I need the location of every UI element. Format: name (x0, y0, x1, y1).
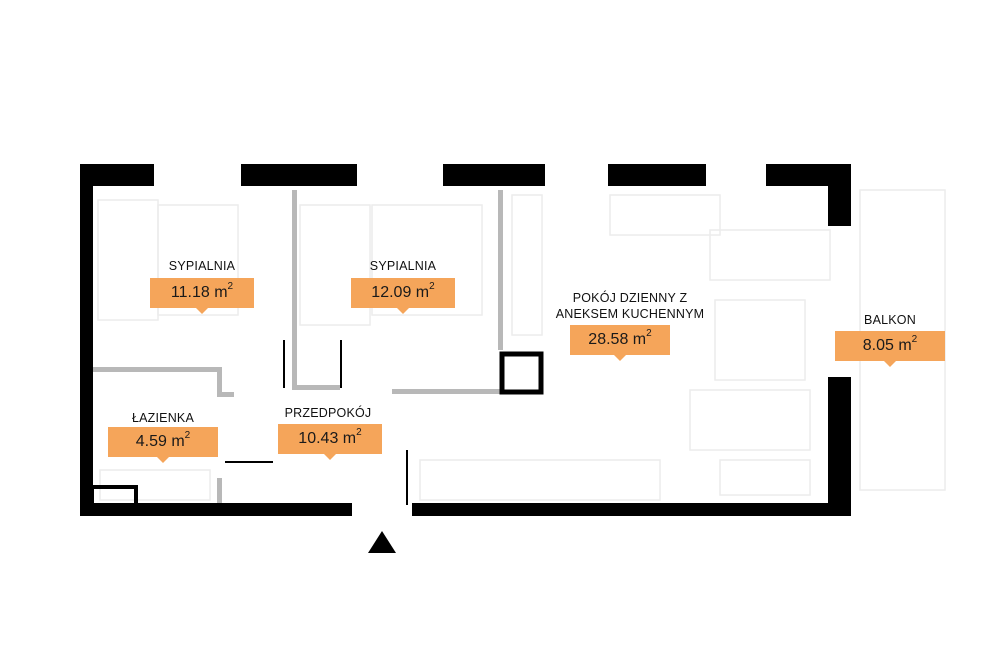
area-badge-hallway: 10.43 m2 (278, 424, 382, 460)
area-value: 8.05 (862, 337, 894, 354)
partition-walls (92, 190, 503, 513)
room-label-bathroom: ŁAZIENKA (131, 411, 195, 425)
room-label-hallway: PRZEDPOKÓJ (284, 406, 372, 420)
room-label-living-room: POKÓJ DZIENNY Z ANEKSEM KUCHENNYM (535, 290, 725, 322)
door-lines (225, 340, 408, 505)
area-unit: m (214, 284, 228, 301)
area-unit: m (171, 433, 185, 450)
room-label-bedroom-1: SYPIALNIA (168, 259, 236, 273)
shaft-box (499, 351, 544, 395)
room-label-balcony: BALKON (864, 313, 916, 327)
area-unit-power: 2 (356, 426, 362, 438)
area-unit-power: 2 (429, 280, 435, 292)
area-badge-bedroom-1: 11.18 m2 (150, 278, 254, 314)
area-unit-power: 2 (184, 429, 191, 441)
area-badge-bedroom-2: 12.09 m2 (351, 278, 455, 314)
area-unit: m (632, 331, 647, 348)
area-value: 4.59 (135, 433, 167, 450)
area-unit: m (415, 284, 430, 301)
furniture-outlines (97, 189, 946, 501)
bathroom-shaft-box (90, 485, 138, 511)
area-value: 28.58 (588, 331, 629, 348)
area-badge-balcony: 8.05 m2 (835, 331, 945, 367)
area-badge-living-room: 28.58 m2 (570, 325, 670, 361)
area-value: 11.18 (170, 284, 210, 301)
area-unit: m (898, 337, 912, 354)
room-label-line-1: POKÓJ DZIENNY Z (572, 291, 688, 305)
area-unit-power: 2 (227, 280, 234, 292)
area-unit-power: 2 (646, 327, 652, 339)
area-badge-bathroom: 4.59 m2 (108, 427, 218, 463)
entrance-arrow-icon (368, 531, 396, 553)
area-value: 10.43 (298, 430, 339, 447)
room-label-bedroom-2: SYPIALNIA (369, 259, 437, 273)
room-label-line-2: ANEKSEM KUCHENNYM (555, 307, 705, 321)
area-unit: m (342, 430, 357, 447)
area-value: 12.09 (371, 284, 412, 301)
area-unit-power: 2 (911, 333, 918, 345)
exterior-walls (80, 164, 851, 516)
